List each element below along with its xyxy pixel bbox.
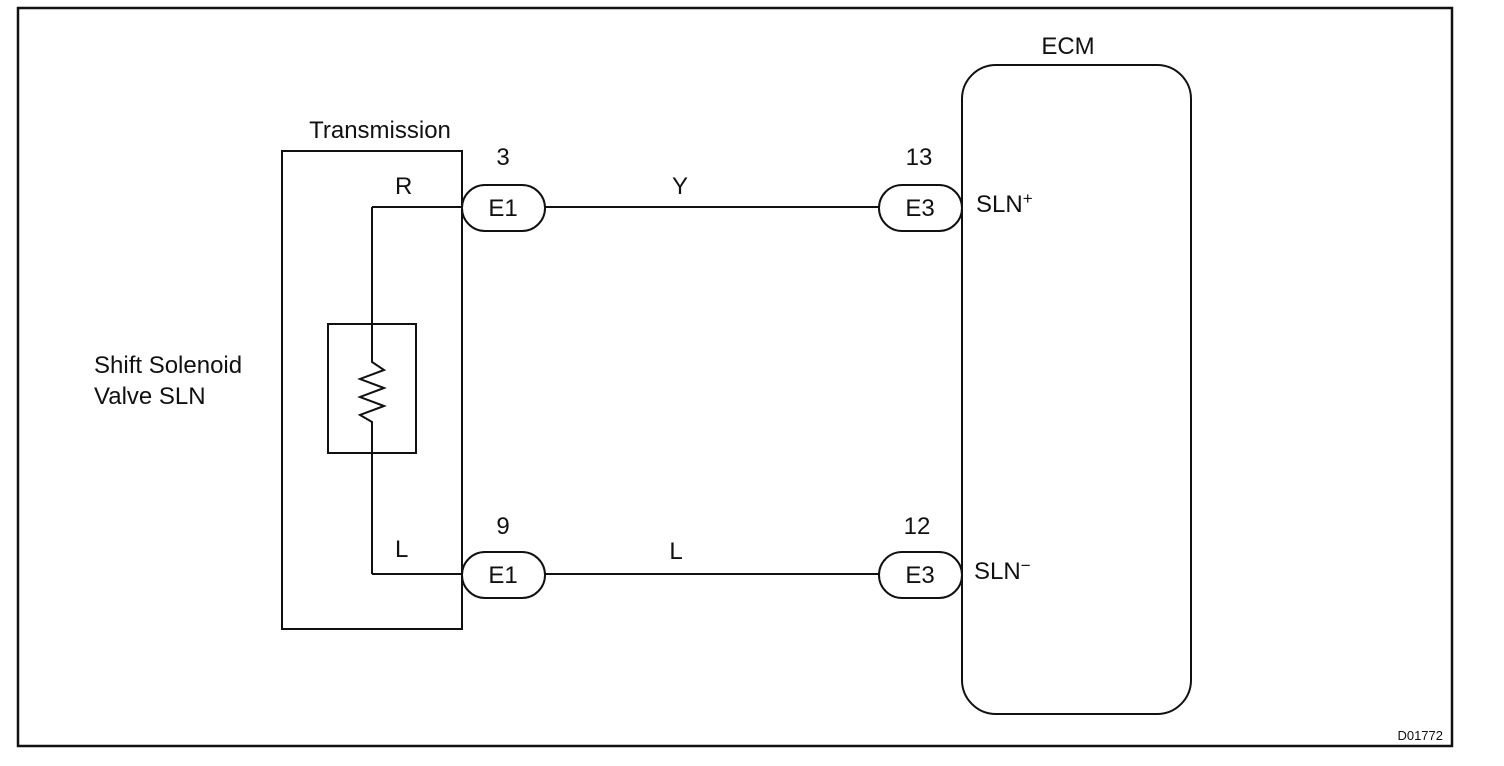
ecm-connector-bottom-label: E3 [905, 562, 934, 589]
ecm-pin-bottom: 12 [904, 513, 931, 540]
ecm-label: ECM [1041, 33, 1094, 60]
diagram-code: D01772 [1397, 728, 1443, 743]
ecm-connector-top-label: E3 [905, 195, 934, 222]
solenoid-label-line2: Valve SLN [94, 383, 206, 410]
inner-wire-color-top: R [395, 173, 412, 200]
terminal-bottom: SLN− [974, 556, 1031, 585]
ecm-connector-bottom [878, 551, 963, 599]
terminal-top: SLN+ [976, 189, 1033, 218]
trans-pin-top: 3 [496, 144, 509, 171]
terminal-bottom-name: SLN [974, 558, 1021, 585]
inner-wire-color-bottom: L [395, 536, 408, 563]
trans-connector-bottom-label: E1 [488, 562, 517, 589]
transmission-label: Transmission [309, 117, 451, 144]
trans-pin-bottom: 9 [496, 513, 509, 540]
transmission-box [281, 150, 463, 630]
solenoid-label-line1: Shift Solenoid [94, 352, 242, 379]
terminal-bottom-sign: − [1021, 556, 1031, 575]
ecm-connector-top [878, 184, 963, 232]
diagram-frame [16, 6, 1454, 748]
ecm-pin-top: 13 [906, 144, 933, 171]
trans-connector-top-label: E1 [488, 195, 517, 222]
wire-color-bottom: L [669, 538, 682, 565]
terminal-top-name: SLN [976, 191, 1023, 218]
terminal-top-sign: + [1023, 189, 1033, 208]
wire-color-top: Y [672, 173, 688, 200]
ecm-box [961, 64, 1192, 715]
solenoid-coil-symbol [357, 207, 387, 574]
